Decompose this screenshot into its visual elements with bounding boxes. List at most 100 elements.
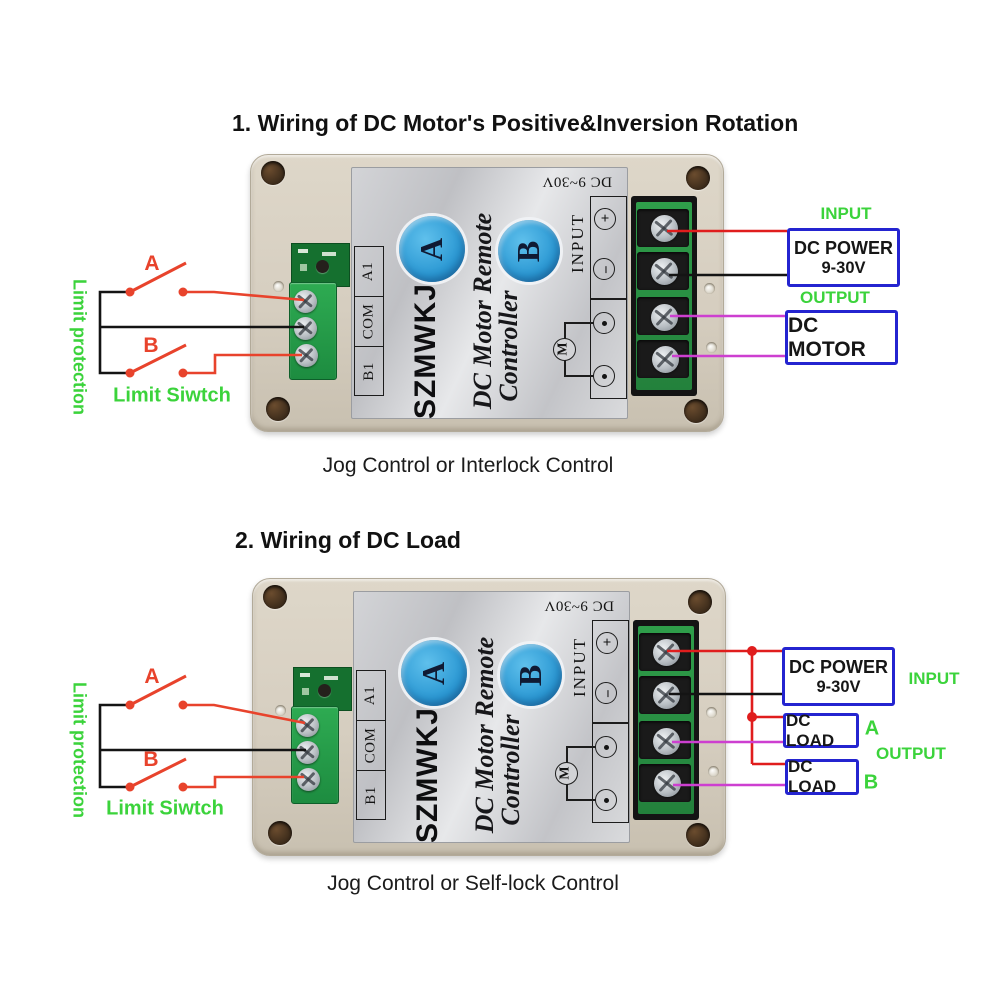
terminal-label-a1: A1 bbox=[360, 261, 377, 282]
motor-out-terminal-icon bbox=[595, 789, 617, 811]
brand-text: SZMWKJ bbox=[409, 283, 442, 419]
motor-out-terminal-icon bbox=[595, 736, 617, 758]
section1-title: 1. Wiring of DC Motor's Positive&Inversi… bbox=[232, 110, 799, 136]
input-symbol-box bbox=[592, 620, 629, 723]
device-label: DC 9~30V A1 COM B1 SZMWKJ A B DC Motor R… bbox=[351, 167, 628, 419]
switch-a-label-2: A bbox=[144, 665, 160, 688]
dc-power-text: DC POWER bbox=[794, 237, 893, 258]
terminal-legend: A1 COM B1 bbox=[356, 670, 386, 820]
dc-motor-box: DC MOTOR bbox=[785, 310, 898, 365]
terminal-screw-out1 bbox=[650, 303, 678, 331]
terminal-label-com: COM bbox=[362, 727, 379, 764]
right-terminal-block bbox=[631, 196, 697, 396]
dc-load-a-text: DC LOAD bbox=[786, 710, 835, 750]
switch-b-contact bbox=[125, 368, 135, 378]
motor-out-terminal-icon bbox=[593, 312, 615, 334]
switch-a-contact bbox=[125, 700, 135, 710]
section1-caption: Jog Control or Interlock Control bbox=[322, 454, 614, 477]
mount-ear-hole bbox=[706, 342, 717, 353]
right-terminal-block bbox=[633, 620, 699, 820]
mount-ear-hole bbox=[708, 766, 719, 777]
controller-device-1: DC 9~30V A1 COM B1 SZMWKJ A B DC Motor R… bbox=[250, 154, 724, 432]
terminal-screw-out2 bbox=[653, 769, 681, 797]
output-label-1: OUTPUT bbox=[800, 288, 870, 307]
input-vertical-label: INPUT bbox=[570, 636, 589, 698]
terminal-label-b1: B1 bbox=[362, 786, 379, 805]
button-a: A bbox=[401, 640, 467, 706]
switch-a-contact bbox=[125, 287, 135, 297]
minus-terminal-icon: − bbox=[595, 682, 617, 704]
motor-symbol-icon: M bbox=[552, 337, 576, 361]
motor-out-terminal-icon bbox=[593, 365, 615, 387]
button-b: B bbox=[500, 644, 562, 706]
terminal-label-a1: A1 bbox=[362, 685, 379, 706]
switch-b-label-2: B bbox=[143, 748, 159, 771]
terminal-screw-plus bbox=[650, 214, 678, 242]
plus-terminal-icon: + bbox=[596, 632, 618, 654]
section2-caption: Jog Control or Self-lock Control bbox=[327, 872, 619, 895]
wire-black-bus-1 bbox=[98, 290, 130, 375]
dc-power-voltage: 9-30V bbox=[816, 677, 861, 696]
mount-ear-hole bbox=[273, 281, 284, 292]
wire-junction-dot bbox=[747, 712, 757, 722]
pcb-component bbox=[316, 260, 329, 273]
input-label-1: INPUT bbox=[820, 204, 872, 223]
output-symbol-box bbox=[590, 299, 627, 399]
output-symbol-box bbox=[592, 723, 629, 823]
button-a: A bbox=[399, 216, 465, 282]
plus-terminal-icon: + bbox=[594, 208, 616, 230]
terminal-screw-a1 bbox=[295, 713, 319, 737]
dc-load-b-box: DC LOAD bbox=[785, 757, 859, 796]
wire-junction-dot bbox=[747, 646, 757, 656]
dc-power-box-1: DC POWER 9-30V bbox=[787, 228, 900, 287]
switch-b-contact bbox=[125, 782, 135, 792]
mount-ear-hole bbox=[706, 707, 717, 718]
button-a-letter: A bbox=[415, 661, 452, 685]
switch-a-contact bbox=[178, 700, 188, 710]
model-text-line2: Controller bbox=[494, 290, 523, 402]
limit-switch-label-1: Limit Siwtch bbox=[113, 384, 231, 407]
limit-switch-label-2: Limit Siwtch bbox=[106, 797, 224, 820]
corner-screw-hole bbox=[268, 821, 292, 845]
pcb-component bbox=[318, 684, 331, 697]
dc-power-box-2: DC POWER 9-30V bbox=[782, 647, 895, 706]
terminal-screw-com bbox=[293, 316, 317, 340]
dc-motor-text: DC MOTOR bbox=[788, 313, 866, 361]
dc-load-b-text: DC LOAD bbox=[788, 757, 837, 796]
button-b: B bbox=[498, 220, 560, 282]
corner-screw-hole bbox=[686, 166, 710, 190]
input-vertical-label: INPUT bbox=[568, 212, 587, 274]
motor-symbol-icon: M bbox=[554, 761, 578, 785]
dc-power-text: DC POWER bbox=[789, 656, 888, 677]
left-pcb bbox=[291, 243, 350, 287]
terminal-legend: A1 COM B1 bbox=[354, 246, 384, 396]
corner-screw-hole bbox=[688, 590, 712, 614]
controller-device-2: DC 9~30V A1 COM B1 SZMWKJ A B DC Motor R… bbox=[252, 578, 726, 856]
switch-a-label-1: A bbox=[144, 252, 160, 275]
limit-protection-label-1: Limit protection bbox=[69, 279, 90, 415]
terminal-screw-out1 bbox=[652, 727, 680, 755]
input-symbol-box bbox=[590, 196, 627, 299]
load-a-tag: A bbox=[864, 717, 880, 740]
load-b-tag: B bbox=[863, 771, 879, 794]
corner-screw-hole bbox=[686, 823, 710, 847]
limit-protection-label-2: Limit protection bbox=[69, 682, 90, 818]
brand-text: SZMWKJ bbox=[411, 707, 444, 843]
output-label-2: OUTPUT bbox=[876, 744, 946, 763]
corner-screw-hole bbox=[261, 161, 285, 185]
left-pcb bbox=[293, 667, 352, 711]
button-b-letter: B bbox=[510, 240, 547, 262]
terminal-screw-b1 bbox=[296, 767, 320, 791]
switch-b-contact bbox=[178, 782, 188, 792]
dc-power-voltage: 9-30V bbox=[821, 258, 866, 277]
terminal-label-com: COM bbox=[360, 303, 377, 340]
corner-screw-hole bbox=[684, 399, 708, 423]
switch-b-label-1: B bbox=[143, 334, 159, 357]
input-label-2: INPUT bbox=[908, 669, 960, 688]
terminal-screw-b1 bbox=[294, 343, 318, 367]
rating-text: DC 9~30V bbox=[541, 173, 613, 190]
device-label: DC 9~30V A1 COM B1 SZMWKJ A B DC Motor R… bbox=[353, 591, 630, 843]
button-a-letter: A bbox=[413, 237, 450, 261]
mount-ear-hole bbox=[275, 705, 286, 716]
